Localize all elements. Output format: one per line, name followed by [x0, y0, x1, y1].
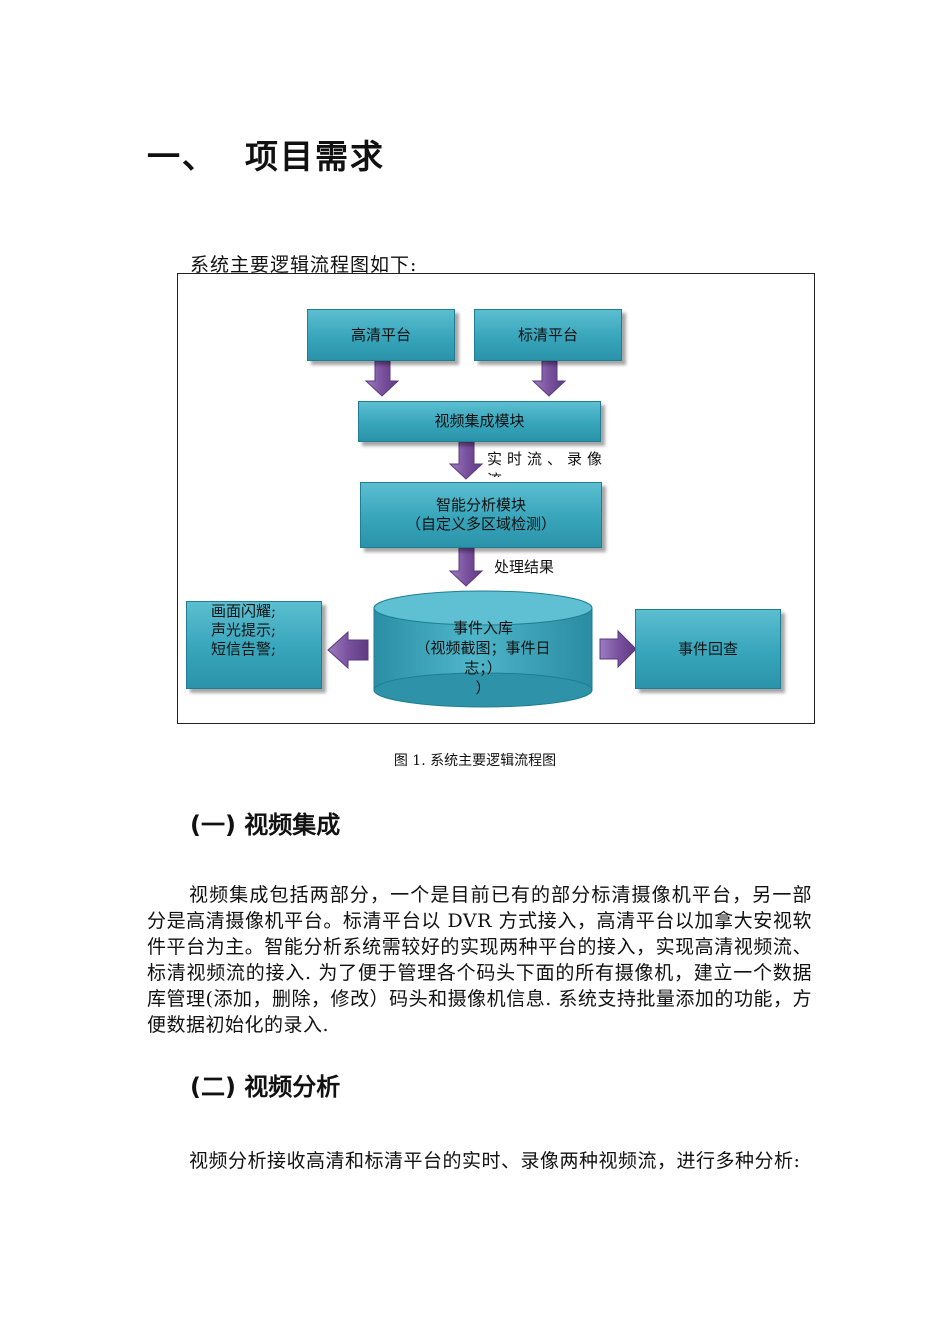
heading-title: 项目需求 [245, 137, 385, 176]
arrow-storage-to-alerts [327, 630, 369, 670]
intro-text: 系统主要逻辑流程图如下: [190, 254, 418, 276]
section-heading: 一、项目需求 [147, 130, 385, 178]
section2-body: 视频分析接收高清和标清平台的实时、录像两种视频流，进行多种分析: [189, 1150, 801, 1172]
flowchart-frame: 高清平台 标清平台 视频集成模块 实时流、录像流 智能分析模块 （自定义多区域检… [177, 273, 815, 724]
arrow-hd-to-integration [364, 360, 400, 397]
node-hd-platform: 高清平台 [307, 309, 455, 361]
node-video-integration: 视频集成模块 [358, 401, 601, 442]
section2-title: (二) 视频分析 [190, 1073, 341, 1101]
section1-title: (一) 视频集成 [190, 811, 341, 839]
node-alerts: 画面闪耀; 声光提示; 短信告警; [186, 601, 322, 689]
storage-cylinder [373, 590, 593, 708]
flowchart-arrows [327, 360, 637, 708]
arrow-integration-to-analysis [448, 441, 484, 480]
node-sd-platform: 标清平台 [474, 309, 622, 361]
section1-body: 视频集成包括两部分，一个是目前已有的部分标清摄像机平台，另一部分是高清摄像机平台… [147, 884, 812, 1036]
figure-caption: 图 1. 系统主要逻辑流程图 [393, 753, 557, 769]
arrow-storage-to-review [599, 629, 637, 669]
node-smart-analysis: 智能分析模块 （自定义多区域检测） [360, 482, 602, 548]
arrow-analysis-to-storage [448, 547, 484, 587]
label-result: 处理结果 [494, 558, 555, 576]
node-event-storage: 事件入库 （视频截图；事件日 志；） ） [415, 619, 551, 697]
node-event-review: 事件回查 [635, 609, 781, 689]
arrow-sd-to-integration [531, 360, 567, 397]
heading-number: 一、 [147, 137, 217, 176]
label-stream: 实时流、录像流 [487, 450, 607, 477]
